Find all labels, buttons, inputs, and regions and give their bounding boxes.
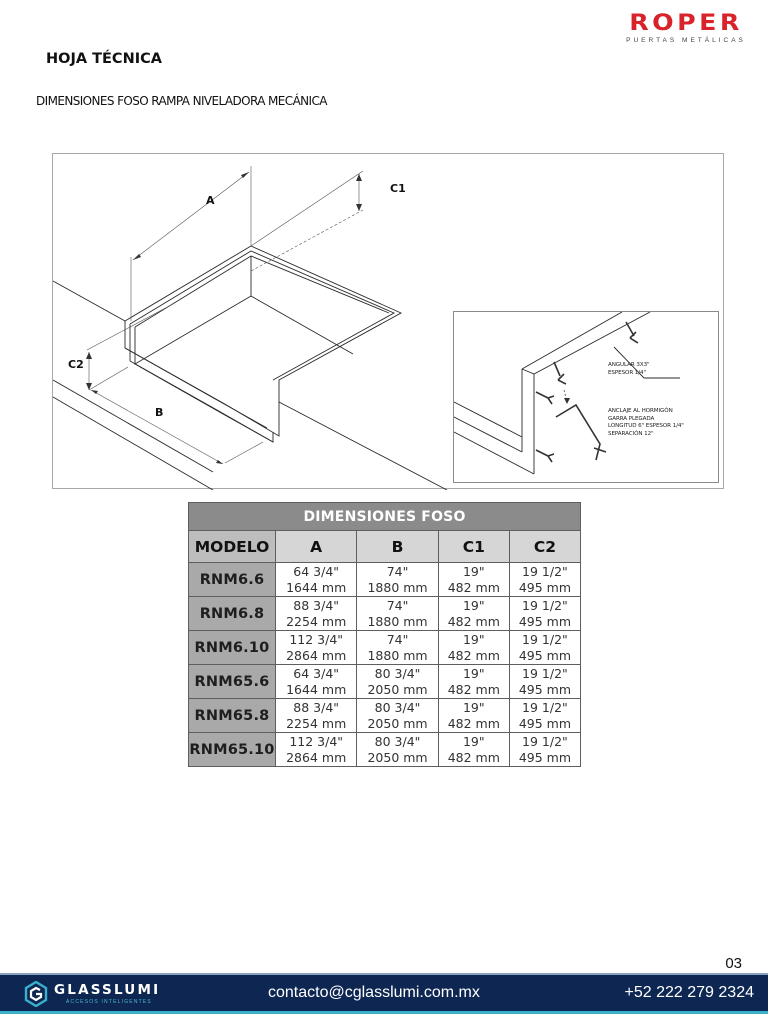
table-row: RNM6.8 88 3/4"2254 mm 74"1880 mm 19"482 … <box>188 596 582 631</box>
glasslumi-logo: GLASSLUMI ACCESOS INTELIGENTES <box>24 981 160 1007</box>
model-cell: RNM65.8 <box>188 698 276 733</box>
company-name: GLASSLUMI <box>54 981 161 998</box>
column-header-c2: C2 <box>508 530 582 563</box>
cell-c1: 19"482 mm <box>437 562 510 597</box>
cell-c1: 19"482 mm <box>437 732 510 767</box>
model-cell: RNM6.6 <box>188 562 276 597</box>
cell-c2: 19 1/2"495 mm <box>508 732 582 767</box>
model-cell: RNM65.10 <box>188 732 276 767</box>
cell-a: 64 3/4"1644 mm <box>274 664 358 699</box>
model-cell: RNM6.10 <box>188 630 276 665</box>
table-row: RNM65.6 64 3/4"1644 mm 80 3/4"2050 mm 19… <box>188 664 582 699</box>
cell-c2: 19 1/2"495 mm <box>508 698 582 733</box>
cell-c1: 19"482 mm <box>437 596 510 631</box>
cell-a: 88 3/4"2254 mm <box>274 596 358 631</box>
cell-b: 80 3/4"2050 mm <box>356 698 439 733</box>
table-row: RNM6.6 64 3/4"1644 mm 74"1880 mm 19"482 … <box>188 562 582 597</box>
angular-note: ANGULAR 3X3" ESPESOR 1/4" <box>608 362 650 376</box>
cell-b: 80 3/4"2050 mm <box>356 732 439 767</box>
anchor-note: ANCLAJE AL HORMIGÓN GARRA PLEGADA LONGIT… <box>608 408 684 437</box>
column-header-c1: C1 <box>437 530 510 563</box>
cell-c2: 19 1/2"495 mm <box>508 562 582 597</box>
cell-b: 74"1880 mm <box>356 562 439 597</box>
model-cell: RNM65.6 <box>188 664 276 699</box>
brand-tagline: PUERTAS METÁLICAS <box>626 37 746 44</box>
anchor-detail-inset: ANGULAR 3X3" ESPESOR 1/4" ANCLAJE AL HOR… <box>453 311 719 483</box>
footer-bar: GLASSLUMI ACCESOS INTELIGENTES contacto@… <box>0 975 768 1014</box>
footer-divider <box>0 973 768 975</box>
column-header-b: B <box>356 530 439 563</box>
dimensions-table: DIMENSIONES FOSO MODELO A B C1 C2 RNM6.6… <box>188 502 582 767</box>
table-row: RNM65.10 112 3/4"2864 mm 80 3/4"2050 mm … <box>188 732 582 767</box>
glasslumi-g-icon <box>24 981 48 1007</box>
contact-phone-link[interactable]: +52 222 279 2324 <box>624 984 754 1001</box>
dimension-label-c2: C2 <box>68 358 84 371</box>
cell-b: 74"1880 mm <box>356 630 439 665</box>
brand-name: ROPER <box>629 11 743 36</box>
model-cell: RNM6.8 <box>188 596 276 631</box>
table-title: DIMENSIONES FOSO <box>188 502 581 531</box>
cell-c2: 19 1/2"495 mm <box>508 596 582 631</box>
dimension-label-c1: C1 <box>390 182 406 195</box>
table-header-row: MODELO A B C1 C2 <box>188 530 582 563</box>
cell-c2: 19 1/2"495 mm <box>508 664 582 699</box>
cell-a: 112 3/4"2864 mm <box>274 732 358 767</box>
page-subtitle: DIMENSIONES FOSO RAMPA NIVELADORA MECÁNI… <box>36 94 327 108</box>
cell-c1: 19"482 mm <box>437 664 510 699</box>
company-tagline: ACCESOS INTELIGENTES <box>66 998 152 1005</box>
cell-c1: 19"482 mm <box>437 698 510 733</box>
contact-email-link[interactable]: contacto@cglasslumi.com.mx <box>268 984 480 1001</box>
dimension-label-b: B <box>155 406 164 419</box>
page-title: HOJA TÉCNICA <box>46 51 162 67</box>
table-row: RNM6.10 112 3/4"2864 mm 74"1880 mm 19"48… <box>188 630 582 665</box>
cell-a: 64 3/4"1644 mm <box>274 562 358 597</box>
cell-b: 74"1880 mm <box>356 596 439 631</box>
pit-drawing: A C1 C2 B <box>52 153 724 490</box>
anchor-detail-drawing <box>454 312 680 475</box>
column-header-a: A <box>274 530 358 563</box>
page-number: 03 <box>725 955 742 972</box>
cell-c1: 19"482 mm <box>437 630 510 665</box>
cell-b: 80 3/4"2050 mm <box>356 664 439 699</box>
cell-c2: 19 1/2"495 mm <box>508 630 582 665</box>
pit-isometric-drawing <box>53 166 448 490</box>
cell-a: 88 3/4"2254 mm <box>274 698 358 733</box>
dimension-label-a: A <box>206 194 215 207</box>
roper-logo: ROPER PUERTAS METÁLICAS <box>622 12 750 45</box>
column-header-model: MODELO <box>188 530 276 563</box>
table-row: RNM65.8 88 3/4"2254 mm 80 3/4"2050 mm 19… <box>188 698 582 733</box>
cell-a: 112 3/4"2864 mm <box>274 630 358 665</box>
